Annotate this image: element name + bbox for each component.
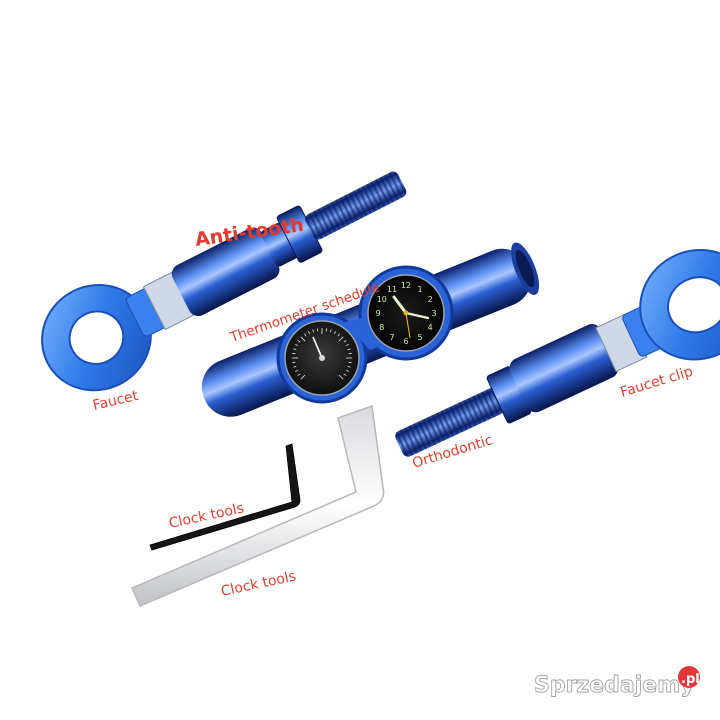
clock-numeral: 7 xyxy=(389,333,394,342)
thermometer-tick xyxy=(295,344,299,347)
thermometer-tick xyxy=(329,329,332,333)
thermometer-tick xyxy=(338,336,344,342)
thermometer-tick xyxy=(293,348,297,351)
clock-numeral: 12 xyxy=(401,281,411,290)
clock-numeral: 5 xyxy=(417,333,422,342)
thermometer-tick xyxy=(343,340,347,343)
thermometer-tick xyxy=(297,373,301,376)
left-body-cylinder xyxy=(171,227,280,317)
thermometer-tick xyxy=(325,328,328,332)
thermometer-tick xyxy=(312,329,315,333)
thermometer-tick xyxy=(347,348,351,351)
left-mount-assembly xyxy=(41,171,407,392)
clock-numeral: 9 xyxy=(375,309,380,318)
clock-numeral: 4 xyxy=(428,323,433,332)
left-faucet-clamp xyxy=(41,284,171,392)
right-threaded-bolt xyxy=(395,387,505,457)
label-clock-tools-silver: Clock tools xyxy=(220,568,298,600)
thermometer-tick xyxy=(348,361,352,364)
watermark-tld: .pl xyxy=(681,672,700,687)
clock-numeral: 10 xyxy=(377,295,387,304)
clock-second-hand xyxy=(405,312,411,339)
black-hex-key xyxy=(149,443,301,551)
thermometer-tick xyxy=(345,369,349,372)
thermometer-tick xyxy=(348,352,352,355)
thermometer-tick xyxy=(292,361,296,364)
thermometer-dial xyxy=(284,320,360,396)
thermometer-tick xyxy=(295,369,299,372)
thermometer-tick xyxy=(316,328,319,332)
label-faucet: Faucet xyxy=(91,388,140,414)
right-faucet-clamp xyxy=(622,248,720,361)
clock-numeral: 2 xyxy=(428,295,433,304)
silver-hex-key xyxy=(131,404,385,607)
thermometer-tick xyxy=(308,331,311,335)
thermometer-tick xyxy=(347,365,351,368)
thermometer-tick xyxy=(343,373,347,376)
left-threaded-bolt xyxy=(305,171,407,240)
right-body-cylinder xyxy=(509,324,619,413)
clock-minute-hand xyxy=(404,311,430,320)
thermometer-tick xyxy=(345,344,349,347)
label-faucet-clip: Faucet clip xyxy=(618,364,694,401)
watermark: Sprzedajemy .pl xyxy=(534,666,700,698)
clock-numeral: 8 xyxy=(379,323,384,332)
clock-numeral: 6 xyxy=(403,337,408,346)
thermometer-needle xyxy=(312,336,323,359)
thermometer-tick xyxy=(333,331,336,335)
thermometer-tick xyxy=(338,374,344,380)
thermometer-tick xyxy=(297,340,301,343)
thermometer-tick xyxy=(292,352,296,355)
clock-numeral: 1 xyxy=(417,285,422,294)
watermark-dot-badge xyxy=(678,666,700,688)
watermark-brand: Sprzedajemy xyxy=(534,673,695,698)
clock-hour-hand xyxy=(392,295,408,315)
clock-numeral: 3 xyxy=(431,309,436,318)
thermometer-tick xyxy=(300,374,306,380)
right-mount-assembly xyxy=(395,248,720,457)
thermometer-tick xyxy=(293,365,297,368)
thermometer-tick xyxy=(304,333,307,337)
thermometer-tick xyxy=(337,333,340,337)
label-clock-tools-black: Clock tools xyxy=(168,500,246,532)
clock-numeral: 11 xyxy=(387,285,397,294)
thermometer-tick xyxy=(300,336,306,342)
